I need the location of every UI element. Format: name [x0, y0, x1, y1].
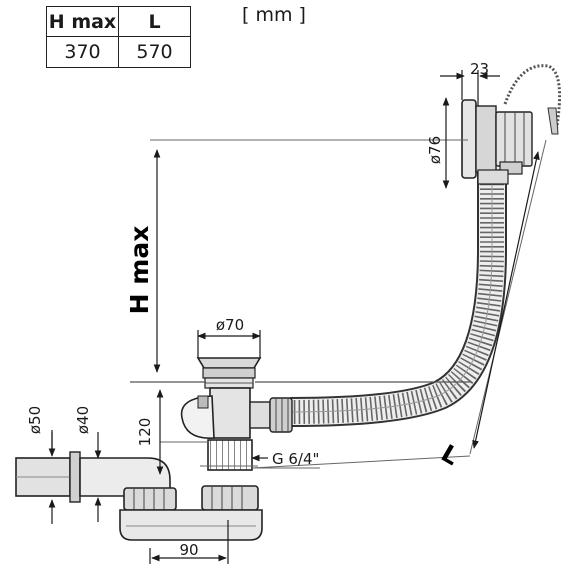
dim-o50: ø50 [26, 406, 44, 434]
flexible-hose [289, 150, 507, 427]
dimension-lines [48, 70, 540, 564]
spec-table-value-row: 370 570 [46, 36, 191, 68]
dim-23: 23 [470, 60, 489, 78]
value-l: 570 [118, 36, 191, 68]
dim-o76: ø76 [426, 136, 444, 164]
dim-thread: G 6/4" [272, 450, 319, 468]
spec-table: H max L 370 570 [46, 6, 191, 68]
dim-hmax: H max [125, 226, 154, 315]
dim-o70: ø70 [216, 316, 244, 334]
dim-120: 120 [136, 418, 154, 447]
overflow-head [461, 99, 533, 185]
dim-o40: ø40 [74, 406, 92, 434]
spec-table-header-row: H max L [46, 6, 191, 37]
siphon-trap [15, 451, 263, 541]
waste-valve [180, 357, 293, 471]
dim-90: 90 [179, 541, 198, 559]
header-l: L [118, 6, 191, 37]
unit-label: [ mm ] [242, 4, 306, 26]
dim-l: L [436, 439, 463, 471]
